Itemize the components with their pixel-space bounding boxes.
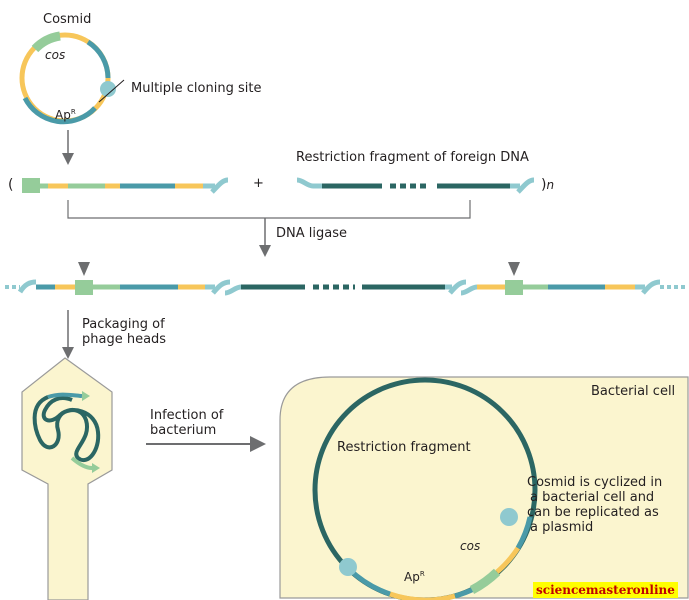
cos-box-1 <box>75 280 93 295</box>
phage <box>21 357 113 600</box>
mcs-pointer-line <box>98 79 125 103</box>
ligase-bracket <box>67 200 471 219</box>
bacterial-cell <box>279 376 689 600</box>
cos-label-bottom: cos <box>460 539 481 553</box>
cos-box-2 <box>505 280 523 295</box>
cos-segment <box>31 31 61 53</box>
foreign-dna-label: Restriction fragment of foreign DNA <box>296 150 529 165</box>
packaged-dna <box>32 395 101 462</box>
packaging-label-2: phage heads <box>82 332 167 347</box>
cosmid-title: Cosmid <box>43 12 92 27</box>
mcs-label: Multiple cloning site <box>131 81 262 96</box>
paren-close: )n <box>541 177 555 193</box>
concatemer <box>5 262 688 296</box>
site-dot-right <box>500 508 518 526</box>
apr-label-bottom: ApR <box>404 570 425 584</box>
cos-box-left <box>22 178 40 193</box>
plus-sign: + <box>253 176 264 191</box>
sticky-end-right <box>210 177 229 194</box>
cyclized-line-2: a bacterial cell and <box>530 490 655 505</box>
dna-ligase-label: DNA ligase <box>276 226 347 241</box>
restriction-fragment-label: Restriction fragment <box>337 440 471 455</box>
cos-label-top: cos <box>45 48 66 62</box>
infection-label-1: Infection of <box>150 408 224 423</box>
foreign-dna-fragment <box>296 177 535 194</box>
cyclized-line-3: can be replicated as <box>527 505 659 520</box>
cos-segment-bottom <box>469 568 501 594</box>
cyclized-cosmid <box>312 377 538 600</box>
cosmid-circle <box>19 31 125 125</box>
cut-marker-1 <box>78 262 90 276</box>
infection-label-2: bacterium <box>150 423 217 438</box>
mcs-dot <box>100 81 116 97</box>
cyclized-line-1: Cosmid is cyclized in <box>527 475 663 490</box>
site-dot-left <box>339 558 357 576</box>
bacterial-cell-label: Bacterial cell <box>591 384 676 399</box>
watermark: sciencemasteronline <box>533 582 678 598</box>
cut-marker-2 <box>508 262 520 276</box>
linear-cosmid <box>22 177 229 194</box>
apr-label-top: ApR <box>55 108 76 122</box>
cyclized-line-4: a plasmid <box>530 520 594 535</box>
packaging-label-1: Packaging of <box>82 317 165 332</box>
paren-open: ( <box>8 177 14 193</box>
